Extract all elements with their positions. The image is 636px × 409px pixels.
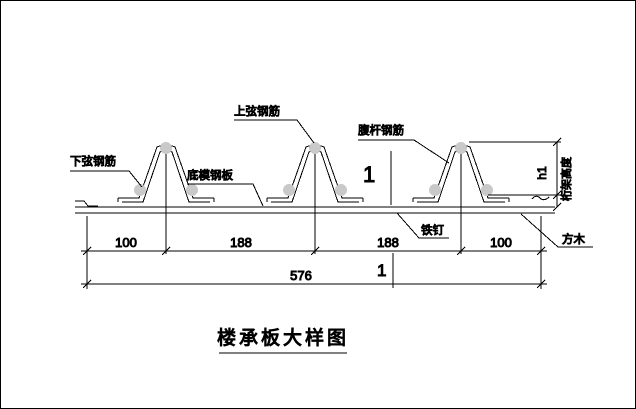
leader-nail: 铁钉	[396, 212, 449, 239]
top-chord-label: 上弦钢筋	[234, 104, 280, 118]
bottom-chord-label: 下弦钢筋	[70, 154, 116, 168]
plate-lap-step	[75, 200, 98, 207]
dim-seg-2: 188	[230, 235, 252, 250]
section-mark-lower: 1	[377, 253, 394, 288]
leader-bottom-plate: 底模钢板	[187, 168, 264, 207]
leader-top-chord: 上弦钢筋	[234, 104, 315, 144]
dim-seg-3: 188	[377, 235, 399, 250]
dim-seg-4: 100	[490, 235, 512, 250]
truss-height-dimension: h1 桁架高度	[469, 137, 574, 212]
leader-web-bar: 腹杆钢筋	[358, 123, 450, 164]
deck-rib	[266, 141, 364, 255]
h1-dim-label: h1	[535, 166, 549, 180]
drawing-title: 楼承板大样图	[217, 327, 349, 349]
leader-bottom-chord: 下弦钢筋	[70, 154, 143, 188]
section-number: 1	[363, 162, 375, 187]
bottom-plate-label: 底模钢板	[187, 168, 233, 182]
leader-timber: 方木	[520, 213, 593, 248]
dimension-row-total: 576	[81, 268, 547, 289]
section-mark-upper: 1	[363, 151, 392, 205]
web-bar-label: 腹杆钢筋	[358, 123, 404, 137]
truss-height-label: 桁架高度	[559, 157, 573, 201]
section-number: 1	[377, 261, 386, 280]
drawing-title-block: 楼承板大样图	[216, 327, 349, 354]
timber-label: 方木	[562, 232, 585, 246]
plate-thickness-squiggle	[531, 195, 550, 201]
nail-label: 铁钉	[421, 224, 444, 237]
dim-total: 576	[290, 268, 312, 283]
dimension-row-segments: 100 188 188 100	[81, 216, 547, 289]
dim-seg-1: 100	[115, 235, 137, 250]
